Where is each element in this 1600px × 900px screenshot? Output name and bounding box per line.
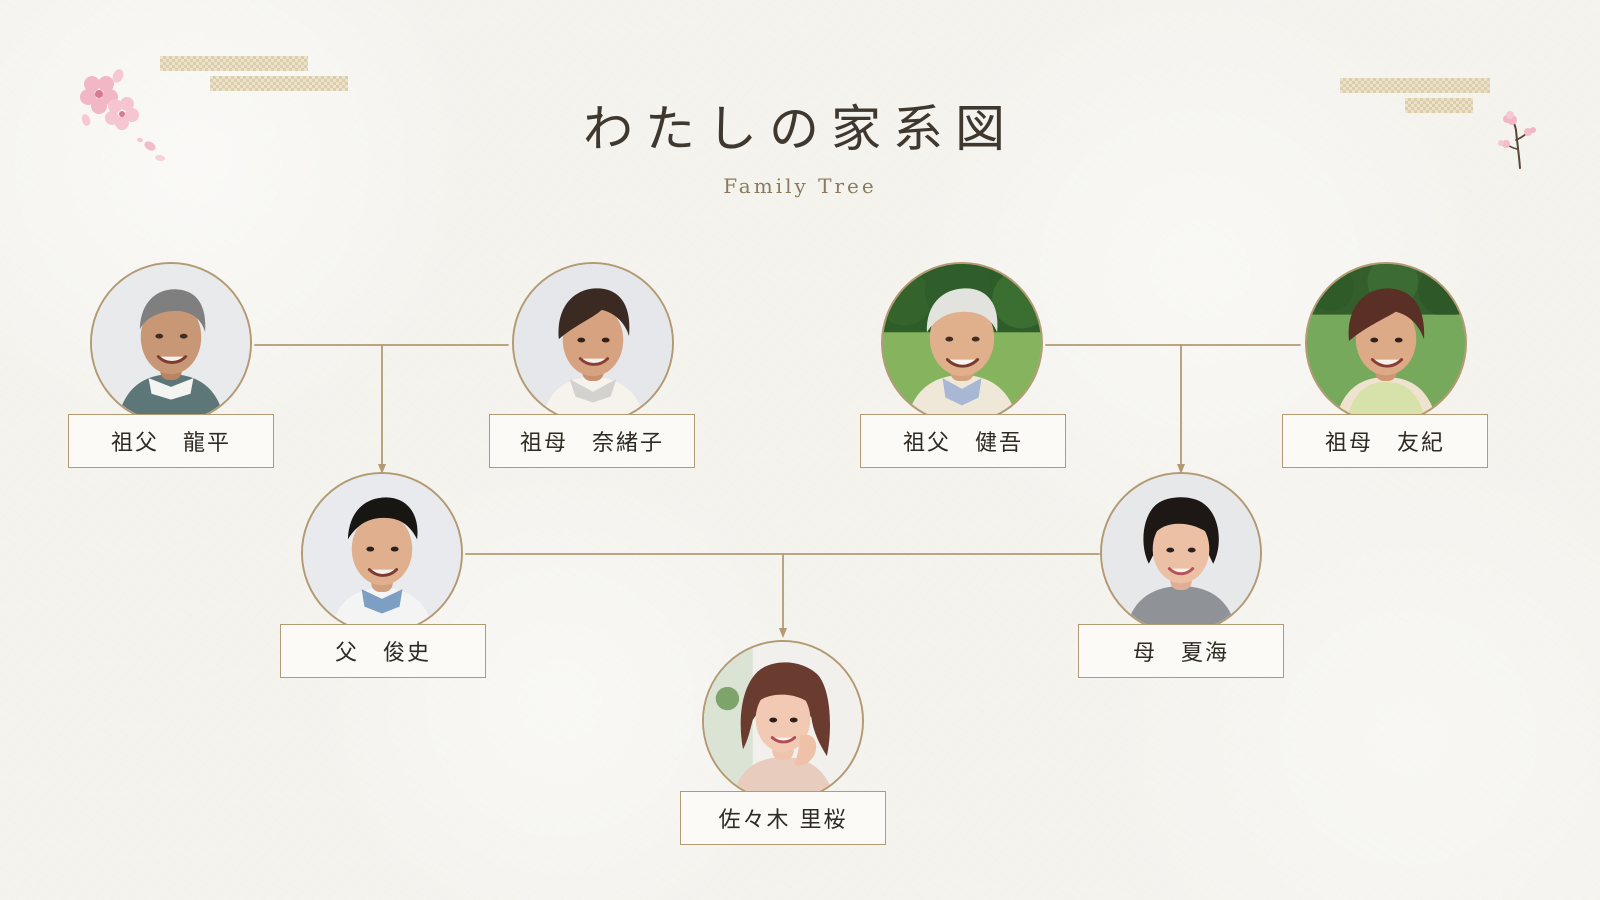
name-card-grandmother-maternal: 祖母 友紀 — [1282, 414, 1488, 468]
portrait-grandmother-paternal — [512, 262, 674, 424]
portrait-grandmother-maternal — [1305, 262, 1467, 424]
portrait-grandfather-paternal — [90, 262, 252, 424]
portrait-grandfather-maternal — [881, 262, 1043, 424]
name-card-mother: 母 夏海 — [1078, 624, 1284, 678]
checker-pattern-left-top — [160, 56, 308, 71]
name-card-grandfather-paternal: 祖父 龍平 — [68, 414, 274, 468]
portrait-father — [301, 472, 463, 634]
page-title: わたしの家系図 — [583, 100, 1017, 158]
cherry-branch-icon — [1492, 108, 1546, 172]
page-subtitle: Family Tree — [723, 174, 877, 198]
portrait-self — [702, 640, 864, 802]
checker-pattern-right-top — [1340, 78, 1490, 93]
portrait-mother — [1100, 472, 1262, 634]
checker-pattern-left-bottom — [210, 76, 348, 91]
cherry-blossom-icon — [72, 68, 182, 170]
name-card-self: 佐々木 里桜 — [680, 791, 886, 845]
checker-pattern-right-bottom — [1405, 98, 1473, 113]
name-card-grandfather-maternal: 祖父 健吾 — [860, 414, 1066, 468]
name-card-father: 父 俊史 — [280, 624, 486, 678]
name-card-grandmother-paternal: 祖母 奈緒子 — [489, 414, 695, 468]
